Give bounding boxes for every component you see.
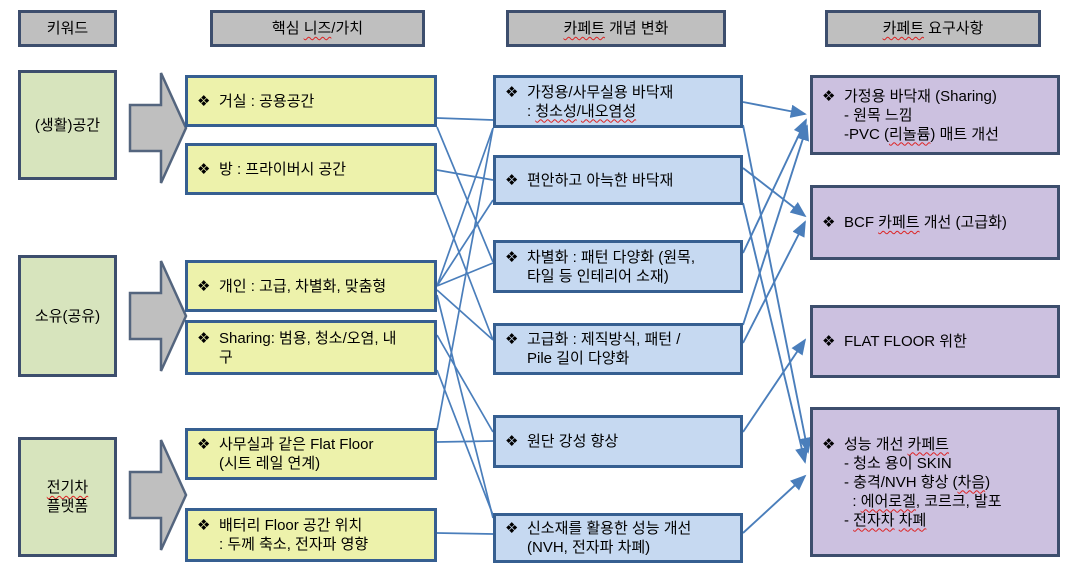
- concepts-to-requirements-connectors: [742, 101, 812, 534]
- concept-box-home-office-flooring: ❖가정용/사무실용 바닥재: 청소성/내오염성: [493, 75, 743, 128]
- header-carpet-requirements: 카페트 요구사항: [825, 10, 1041, 47]
- needs-to-concepts-connectors: [436, 117, 494, 535]
- diamond-bullet-icon: ❖: [822, 333, 836, 350]
- requirement-box-performance-carpet: ❖성능 개선 카페트- 청소 용이 SKIN- 충격/NVH 향상 (차음) :…: [810, 407, 1060, 557]
- header-keyword-label: 키워드: [46, 20, 89, 37]
- concept-box-comfortable-flooring: ❖편안하고 아늑한 바닥재: [493, 155, 743, 205]
- header-carpet-concept-change-label: 카페트 개념 변화: [563, 20, 669, 37]
- need-box-battery-floor: ❖배터리 Floor 공간 위치: 두께 축소, 전자파 영향: [185, 508, 437, 562]
- requirement-box-home-flooring-sharing: ❖가정용 바닥재 (Sharing)- 원목 느낌-PVC (리놀륨) 매트 개…: [810, 75, 1060, 155]
- need-box-personal: ❖개인 : 고급, 차별화, 맞춤형: [185, 260, 437, 312]
- diamond-bullet-icon: ❖: [505, 520, 519, 537]
- diamond-bullet-icon: ❖: [505, 248, 519, 266]
- concept-box-premiumization: ❖고급화 : 제직방식, 패턴 /Pile 길이 다양화: [493, 323, 743, 375]
- header-carpet-requirements-label: 카페트 요구사항: [882, 20, 984, 37]
- diamond-bullet-icon: ❖: [505, 171, 519, 189]
- concept-box-fabric-stiffness: ❖원단 강성 향상: [493, 415, 743, 468]
- diamond-bullet-icon: ❖: [505, 83, 519, 101]
- header-core-needs-label: 핵심 니즈/가치: [271, 20, 364, 37]
- diamond-bullet-icon: ❖: [505, 331, 519, 348]
- block-arrow-living-space: [128, 72, 188, 184]
- diamond-bullet-icon: ❖: [197, 517, 211, 534]
- block-arrow-ownership: [128, 260, 188, 372]
- diamond-bullet-icon: ❖: [822, 435, 836, 453]
- diamond-bullet-icon: ❖: [197, 436, 211, 453]
- keyword-box-ownership-sharing: 소유(공유): [18, 255, 117, 377]
- requirement-box-flat-floor: ❖FLAT FLOOR 위한: [810, 305, 1060, 378]
- diamond-bullet-icon: ❖: [822, 214, 836, 231]
- diamond-bullet-icon: ❖: [505, 433, 519, 450]
- diamond-bullet-icon: ❖: [197, 92, 211, 110]
- need-box-room-privacy: ❖방 : 프라이버시 공간: [185, 143, 437, 195]
- header-keyword: 키워드: [18, 10, 117, 47]
- block-arrow-ev-platform: [128, 439, 188, 551]
- need-box-living-room: ❖거실 : 공용공간: [185, 75, 437, 127]
- concept-box-differentiation: ❖차별화 : 패턴 다양화 (원목,타일 등 인테리어 소재): [493, 240, 743, 293]
- requirement-box-bcf-carpet: ❖BCF 카페트 개선 (고급화): [810, 185, 1060, 260]
- header-core-needs: 핵심 니즈/가치: [210, 10, 425, 47]
- concept-box-new-materials: ❖신소재를 활용한 성능 개선(NVH, 전자파 차폐): [493, 513, 743, 563]
- diamond-bullet-icon: ❖: [822, 87, 836, 105]
- need-box-flat-floor: ❖사무실과 같은 Flat Floor(시트 레일 연계): [185, 428, 437, 480]
- diamond-bullet-icon: ❖: [197, 160, 211, 178]
- diamond-bullet-icon: ❖: [197, 277, 211, 295]
- header-carpet-concept-change: 카페트 개념 변화: [506, 10, 726, 47]
- diamond-bullet-icon: ❖: [197, 329, 211, 347]
- keyword-box-living-space: (생활)공간: [18, 70, 117, 180]
